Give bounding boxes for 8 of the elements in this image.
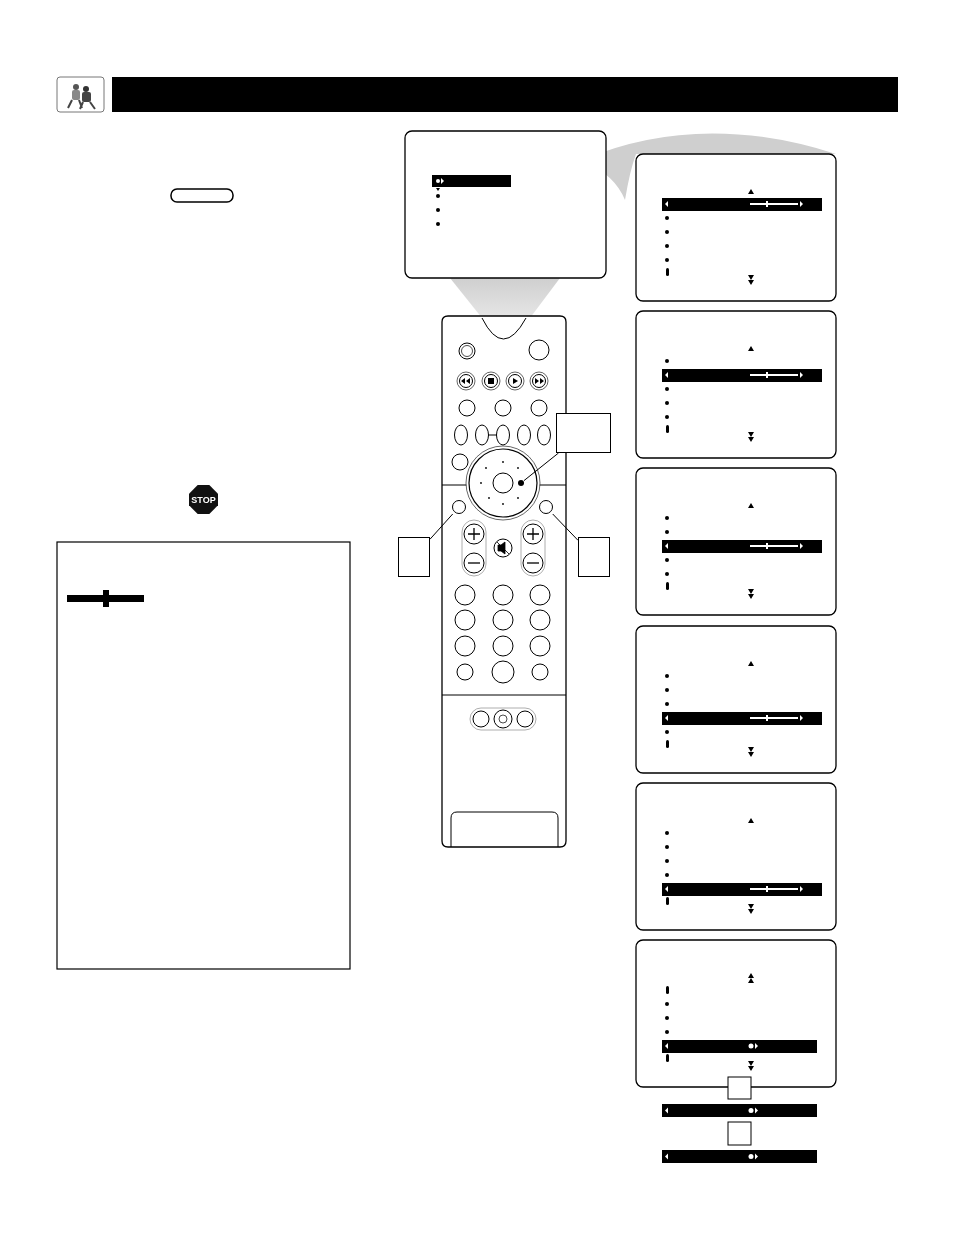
leader-line [429, 513, 454, 540]
callout-box [398, 537, 430, 577]
callout-box [578, 537, 610, 577]
leader-line [552, 513, 579, 541]
leader-line [523, 452, 559, 482]
callout-box [556, 413, 611, 453]
navigation-key [518, 480, 524, 486]
stop-sign: STOP [189, 485, 218, 514]
